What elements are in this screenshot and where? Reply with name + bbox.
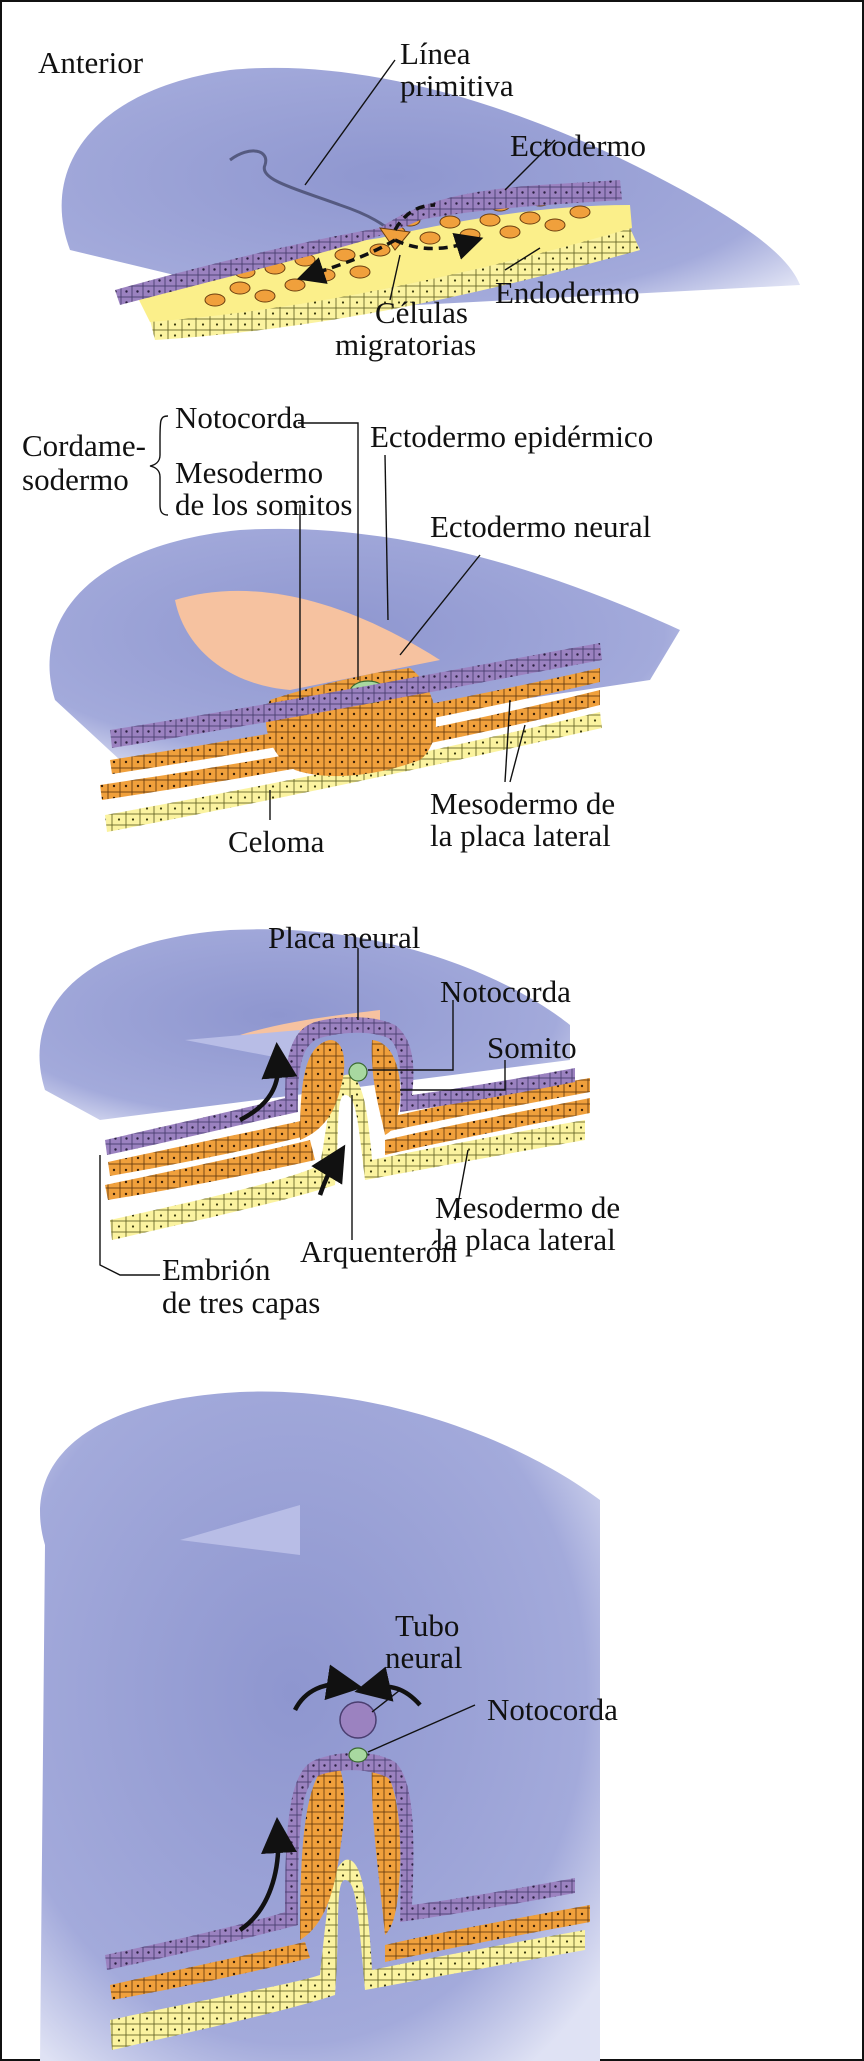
- label-somite-meso-1: Mesodermo: [175, 455, 323, 490]
- label-notochord: Notocorda: [440, 974, 571, 1009]
- label-three-layer-1: Embrión: [162, 1252, 271, 1287]
- neural-tube: [340, 1702, 376, 1738]
- label-lateral-plate-1: Mesodermo de: [430, 786, 615, 821]
- label-anterior: Anterior: [38, 45, 144, 80]
- chordamesoderm-brace: [150, 416, 168, 515]
- panel-neural-plate: Placa neural Notocorda Somito Mesodermo …: [40, 920, 621, 1320]
- notochord: [349, 1748, 367, 1762]
- label-somite-meso-2: de los somitos: [175, 487, 352, 522]
- label-primitive-streak-1: Línea: [400, 36, 471, 71]
- label-archenteron: Arquenterón: [300, 1234, 457, 1269]
- label-somite: Somito: [487, 1030, 577, 1065]
- label-notochord: Notocorda: [487, 1692, 618, 1727]
- label-chordamesoderm-2: sodermo: [22, 462, 129, 497]
- panel-gastrulation: Anterior Línea primitiva Ectodermo Endod…: [38, 36, 800, 362]
- label-chordamesoderm-1: Cordame-: [22, 428, 146, 463]
- label-neural-tube-1: Tubo: [395, 1608, 459, 1643]
- label-neural-plate: Placa neural: [268, 920, 420, 955]
- label-lateral-plate-2: la placa lateral: [435, 1222, 616, 1257]
- label-three-layer-2: de tres capas: [162, 1285, 320, 1320]
- label-lateral-plate-1: Mesodermo de: [435, 1190, 620, 1225]
- label-neural-ectoderm: Ectodermo neural: [430, 509, 651, 544]
- label-primitive-streak-2: primitiva: [400, 68, 514, 103]
- label-migratory-2: migratorias: [335, 327, 476, 362]
- panel-neural-tube: Tubo neural Notocorda: [40, 1392, 618, 2061]
- label-ectoderm: Ectodermo: [510, 128, 646, 163]
- label-epidermal-ectoderm: Ectodermo epidérmico: [370, 419, 653, 454]
- label-neural-tube-2: neural: [385, 1640, 462, 1675]
- label-notochord: Notocorda: [175, 400, 306, 435]
- label-coelom: Celoma: [228, 824, 325, 859]
- label-lateral-plate-2: la placa lateral: [430, 818, 611, 853]
- label-endoderm: Endodermo: [495, 275, 640, 310]
- label-migratory-1: Células: [375, 295, 468, 330]
- notochord: [349, 1063, 367, 1081]
- panel-trilaminar: Cordame- sodermo Notocorda Mesodermo de …: [22, 400, 680, 859]
